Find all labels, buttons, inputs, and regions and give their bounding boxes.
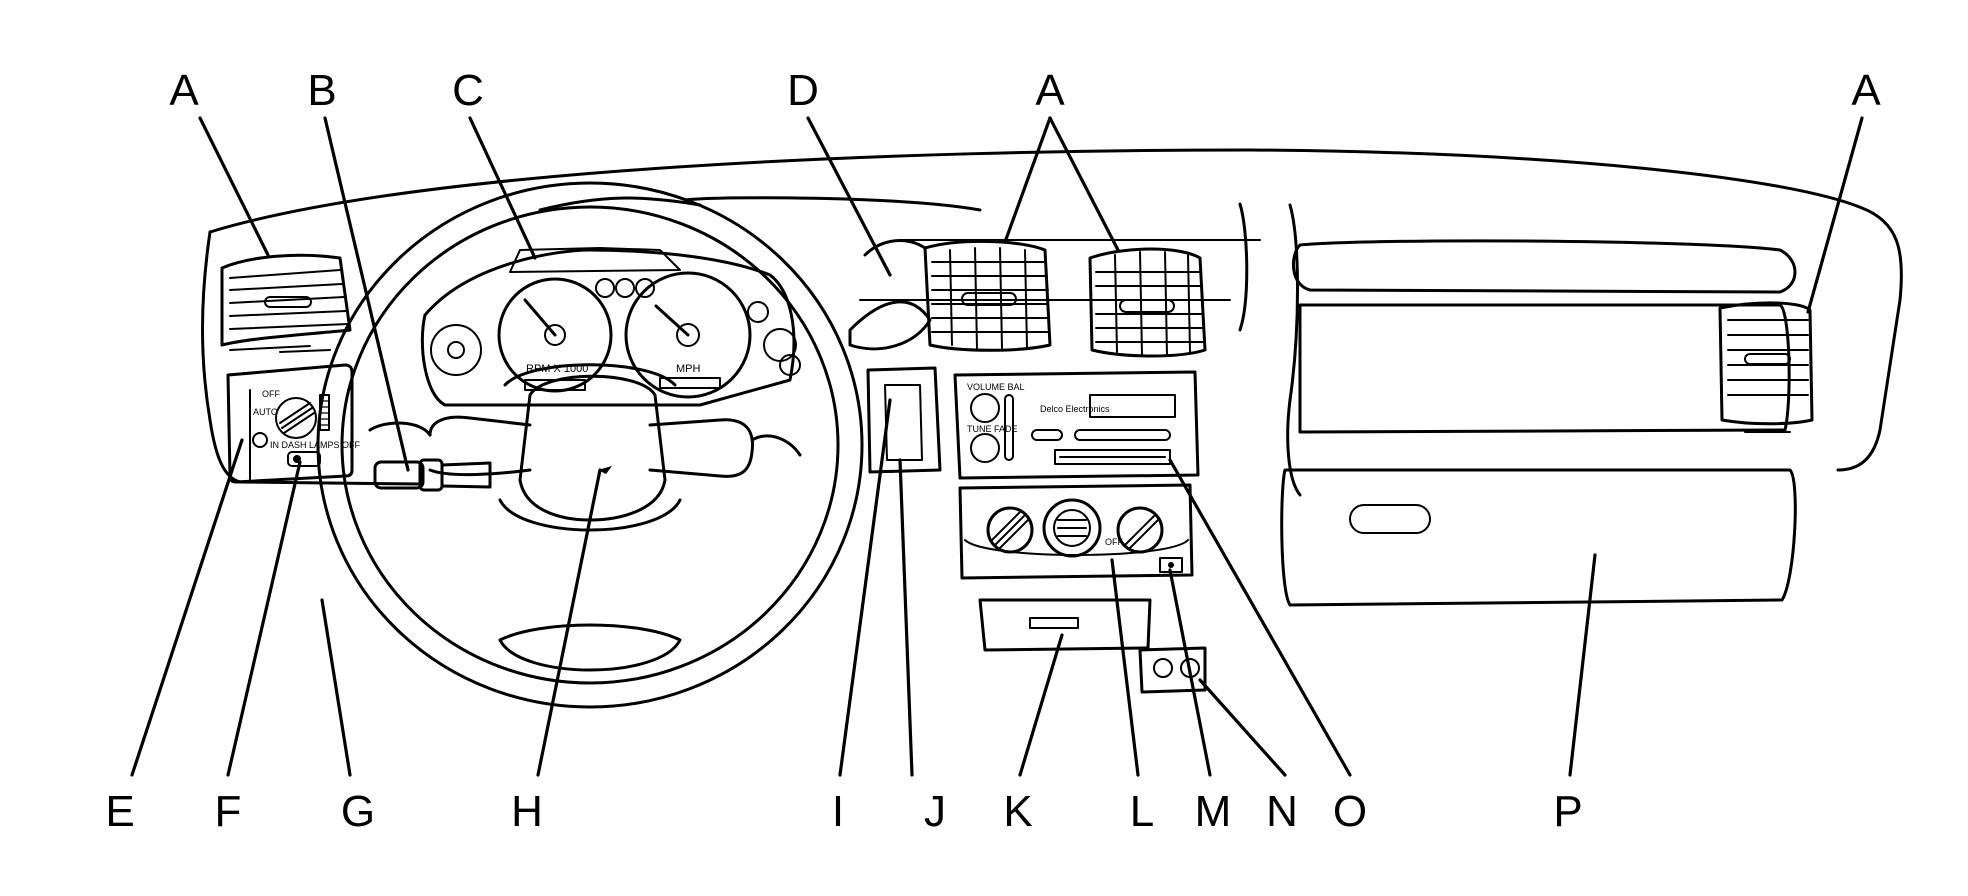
callout-e: E (105, 787, 134, 836)
callout-g: G (341, 787, 375, 836)
callout-l: L (1130, 787, 1154, 836)
callout-i: I (832, 787, 844, 836)
headlamp-off-text: OFF (262, 389, 280, 399)
callout-j: J (924, 787, 946, 836)
callout-b: B (307, 66, 336, 115)
callout-c: C (452, 66, 484, 115)
callout-m: M (1195, 787, 1232, 836)
callout-p: P (1553, 787, 1582, 836)
speedometer (624, 271, 752, 399)
radio-tune-text: TUNE FADE (967, 424, 1018, 434)
lower-center (978, 598, 1207, 694)
power-outlet (1153, 658, 1173, 678)
headlamp-knob (275, 397, 317, 439)
callout-a-center: A (1035, 66, 1065, 115)
right-dash (1280, 239, 1797, 607)
vent-right (1718, 301, 1814, 433)
callout-k: K (1003, 787, 1032, 836)
dome-lamp-text: IN DASH LAMPS OFF (270, 440, 361, 450)
ashtray (978, 598, 1152, 652)
instrument-cluster: RPM X 1000 MPH (420, 247, 801, 407)
headlamp-switch-panel: AUTO OFF IN DASH LAMPS OFF (226, 363, 361, 484)
turn-signal-lever (373, 458, 492, 492)
headlamp-auto-text: AUTO (253, 407, 278, 417)
center-panel-insert (884, 384, 923, 461)
vent-center-right (1088, 247, 1207, 358)
dash-pad (848, 239, 932, 351)
vent-left (220, 253, 352, 353)
leader-lines (130, 116, 1864, 777)
steering-wheel (316, 181, 864, 709)
callout-d: D (787, 66, 819, 115)
dashboard-outline (201, 148, 1903, 497)
callout-a-right: A (1851, 66, 1881, 115)
radio-brand-text: Delco Electronics (1040, 404, 1110, 414)
callout-n: N (1266, 787, 1298, 836)
tach-label: RPM X 1000 (526, 363, 588, 375)
callout-a-left: A (169, 66, 199, 115)
speedo-label: MPH (676, 363, 701, 375)
audio-system: VOLUME BAL TUNE FADE Delco Electronics (953, 370, 1200, 480)
callout-o: O (1333, 787, 1367, 836)
vent-center-left (923, 239, 1052, 352)
climate-controls: OFF (958, 483, 1194, 580)
horn-pad (518, 374, 667, 522)
center-panel (866, 366, 942, 474)
callout-h: H (511, 787, 543, 836)
radio-volume-text: VOLUME BAL (967, 382, 1025, 392)
callout-labels: A B C D A A E F G H I J K L M N O P (105, 66, 1881, 836)
glove-box (1280, 468, 1797, 607)
climate-off-text: OFF (1105, 537, 1123, 547)
fog-lamp-switch (287, 451, 321, 467)
callout-f: F (215, 787, 242, 836)
